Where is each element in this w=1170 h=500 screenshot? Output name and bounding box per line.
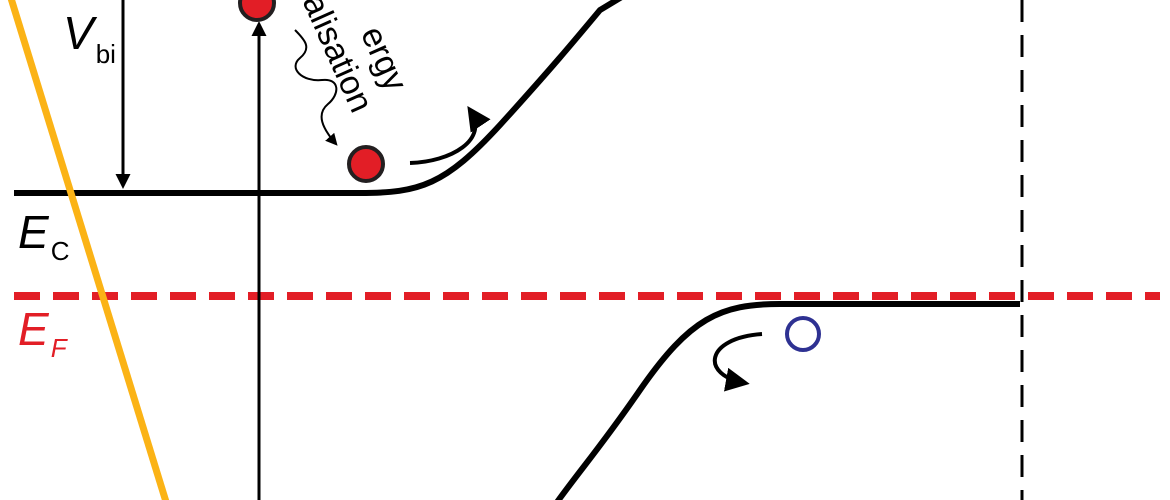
thermalisation-wavy-arrow — [294, 29, 338, 146]
yellow-diagonal-line — [7, 0, 170, 500]
electron-thermalised — [347, 145, 385, 183]
thermalisation-label: ergy nalisation — [287, 0, 414, 118]
ec-label: EC — [18, 206, 69, 266]
vbi-label: Vbi — [63, 7, 116, 69]
hole — [785, 316, 821, 352]
electron-escape-arrow — [409, 106, 491, 165]
electron-top — [238, 0, 276, 22]
ef-label: EF — [18, 303, 69, 363]
hole-escape-arrow — [712, 332, 763, 392]
valence-band-edge — [554, 301, 1020, 500]
conduction-band-edge — [14, 0, 623, 196]
